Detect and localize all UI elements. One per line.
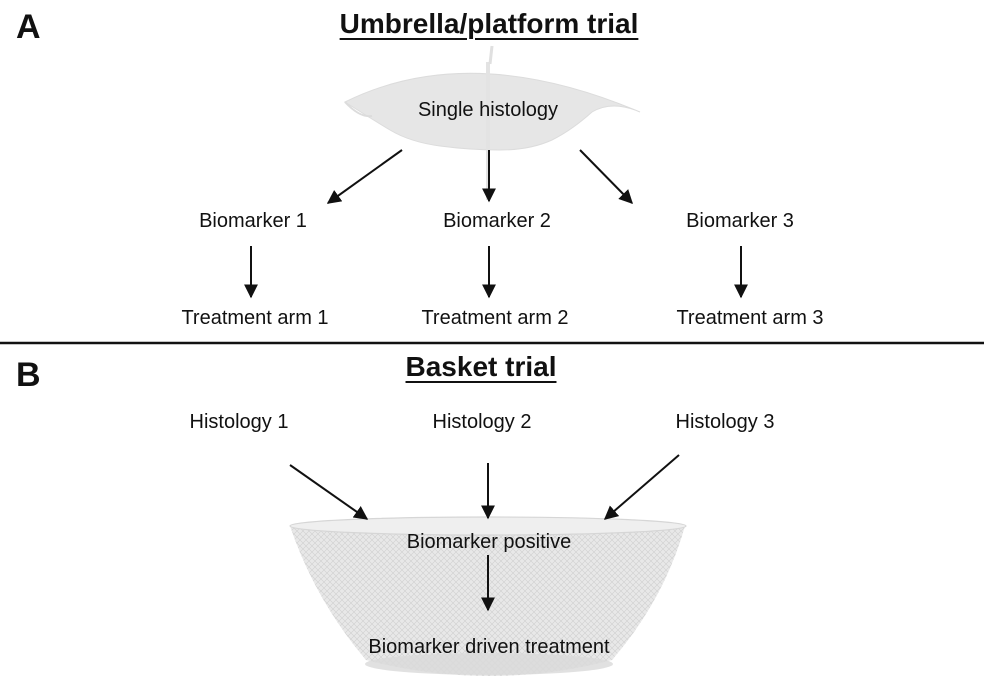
node-biomarker-positive: Biomarker positive xyxy=(406,531,572,553)
panel-a-letter: A xyxy=(16,8,41,46)
node-biomarker-2: Biomarker 2 xyxy=(443,210,551,232)
node-biomarker-1: Biomarker 1 xyxy=(199,210,307,232)
node-single-histology: Single histology xyxy=(417,99,559,121)
panel-a-arrows xyxy=(244,149,748,299)
node-biomarker-driven-treatment: Biomarker driven treatment xyxy=(368,636,610,658)
arrow-histology-1-to-pool xyxy=(289,464,369,520)
node-treatment-arm-3: Treatment arm 3 xyxy=(676,307,824,329)
node-histology-3: Histology 3 xyxy=(675,411,775,433)
node-treatment-arm-2: Treatment arm 2 xyxy=(421,307,569,329)
panel-a-title: Umbrella/platform trial xyxy=(339,8,639,39)
panel-b-arrows xyxy=(289,454,680,612)
node-treatment-arm-1: Treatment arm 1 xyxy=(181,307,329,329)
panel-b-letter: B xyxy=(16,356,41,394)
arrow-histology-3-to-pool xyxy=(603,454,680,520)
panel-b-title: Basket trial xyxy=(405,351,557,382)
node-histology-2: Histology 2 xyxy=(432,411,532,433)
node-biomarker-3: Biomarker 3 xyxy=(686,210,794,232)
umbrella-icon xyxy=(343,45,641,200)
arrow-root-to-biomarker-3 xyxy=(579,149,633,204)
arrow-root-to-biomarker-1 xyxy=(326,149,403,204)
node-histology-1: Histology 1 xyxy=(189,411,289,433)
